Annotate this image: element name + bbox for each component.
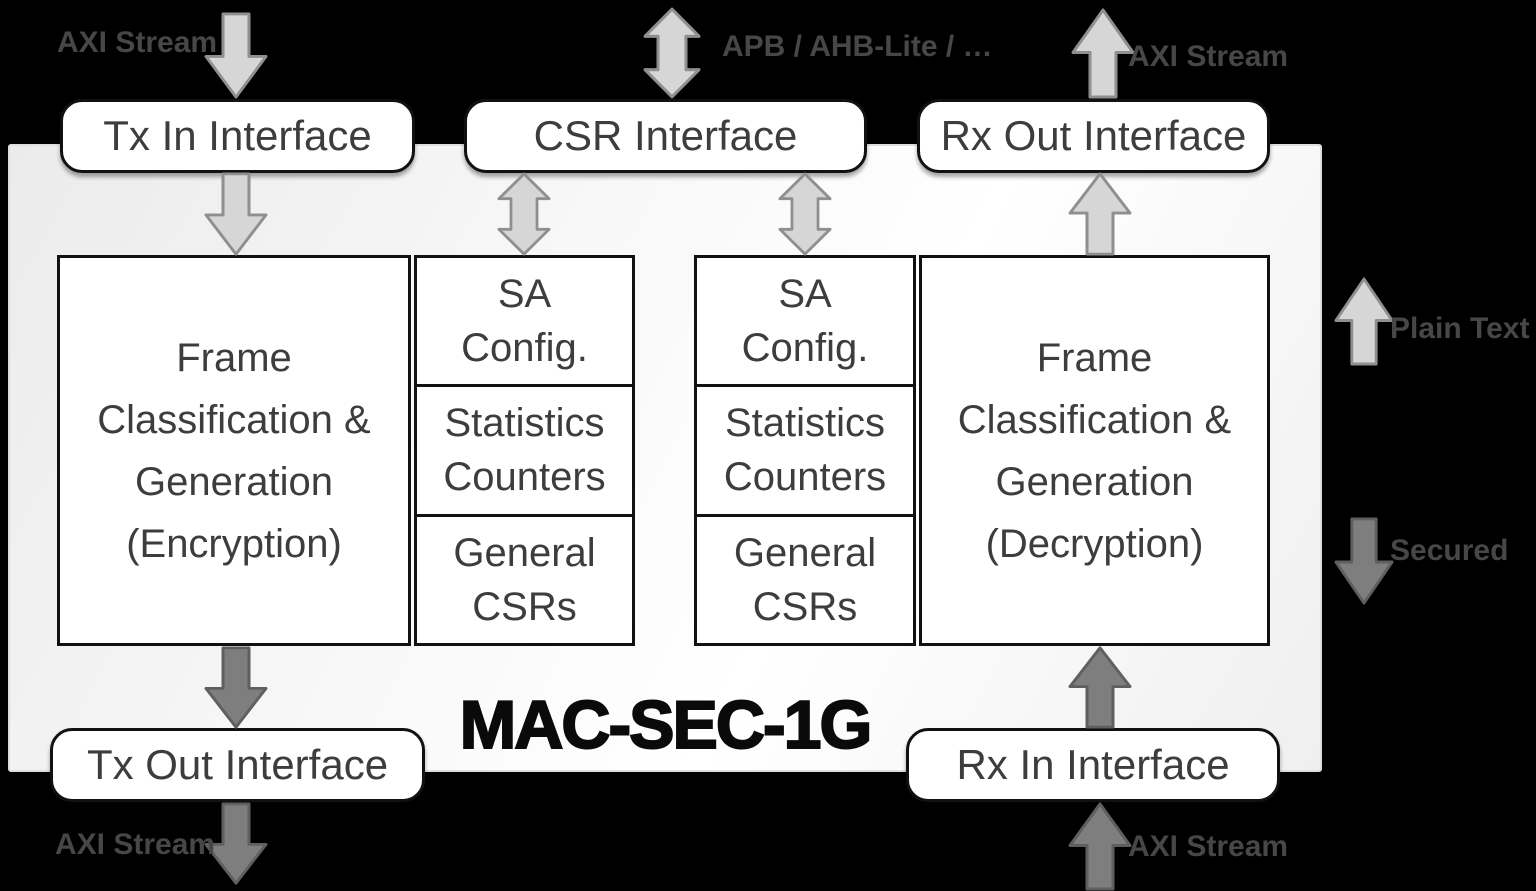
decryption-block-line: Classification &	[957, 397, 1232, 442]
rx-in-interface-box: Rx In Interface	[906, 728, 1280, 802]
statistics-line: Counters	[443, 455, 606, 500]
rx-out-to-axi-stream-up-arrow-icon	[1071, 8, 1135, 99]
encryption-block-line: Frame	[176, 335, 292, 380]
axi-stream-rx-in-label: AXI Stream	[1128, 830, 1289, 863]
csr-to-right-stack-double-vertical-arrow-icon	[778, 172, 832, 256]
tx-in-to-encryption-down-arrow-icon	[204, 172, 268, 256]
tx-in-interface-box: Tx In Interface	[60, 99, 415, 173]
general-csrs-line: General	[453, 530, 596, 575]
axi-stream-into-tx-in-down-arrow-icon	[204, 12, 268, 99]
csr-interface-box: CSR Interface	[464, 99, 867, 173]
secured-down-arrow-icon	[1334, 517, 1394, 605]
decryption-block-line: Frame	[1036, 335, 1153, 380]
tx-out-interface-box: Tx Out Interface	[50, 728, 425, 802]
general-csrs-box-right: General CSRs	[697, 513, 913, 643]
tx-out-interface-label: Tx Out Interface	[86, 741, 389, 788]
plain-text-up-arrow-icon	[1334, 277, 1394, 366]
statistics-counters-box-right: Statistics Counters	[697, 384, 913, 513]
csr-stack-right: SA Config. Statistics Counters General C…	[694, 255, 916, 646]
csr-to-left-stack-double-vertical-arrow-icon	[497, 172, 551, 256]
sa-config-line: SA	[497, 272, 552, 317]
sa-config-box-right: SA Config.	[697, 258, 913, 384]
encryption-block-line: (Encryption)	[126, 521, 342, 566]
secured-label: Secured	[1390, 534, 1509, 567]
frame-classification-decryption-block: Frame Classification & Generation (Decry…	[919, 255, 1270, 646]
rx-in-to-decryption-up-arrow-icon	[1068, 646, 1132, 729]
rx-out-interface-label: Rx Out Interface	[940, 112, 1247, 159]
csr-interface-label: CSR Interface	[533, 112, 798, 159]
statistics-line: Statistics	[724, 401, 886, 446]
general-csrs-line: CSRs	[472, 584, 577, 629]
csr-stack-left: SA Config. Statistics Counters General C…	[414, 255, 635, 646]
axi-stream-tx-out-label: AXI Stream	[55, 828, 216, 861]
rx-in-interface-label: Rx In Interface	[956, 741, 1230, 788]
axi-stream-rx-out-label: AXI Stream	[1128, 40, 1289, 73]
general-csrs-line: General	[733, 530, 877, 575]
tx-out-to-axi-stream-down-arrow-icon	[204, 802, 268, 885]
apb-to-csr-double-vertical-arrow-icon	[643, 7, 701, 99]
decryption-block-line: Generation	[995, 459, 1194, 504]
tx-in-interface-label: Tx In Interface	[103, 112, 372, 159]
encryption-block-line: Generation	[135, 459, 333, 504]
decryption-to-rx-out-up-arrow-icon	[1068, 172, 1132, 256]
rx-out-interface-box: Rx Out Interface	[917, 99, 1270, 173]
encryption-block-line: Classification &	[97, 397, 371, 442]
sa-config-line: SA	[778, 272, 832, 317]
plain-text-label: Plain Text	[1390, 312, 1530, 345]
sa-config-line: Config.	[741, 326, 869, 371]
general-csrs-box-left: General CSRs	[417, 513, 632, 643]
axi-stream-tx-in-label: AXI Stream	[57, 26, 218, 59]
diagram-title: MAC-SEC-1G	[459, 686, 874, 764]
statistics-line: Statistics	[444, 401, 605, 446]
axi-stream-into-rx-in-up-arrow-icon	[1068, 802, 1132, 891]
encryption-to-tx-out-down-arrow-icon	[204, 646, 268, 729]
sa-config-line: Config.	[461, 326, 588, 371]
general-csrs-line: CSRs	[752, 584, 858, 629]
statistics-counters-box-left: Statistics Counters	[417, 384, 632, 513]
apb-ahb-lite-label: APB / AHB-Lite / …	[722, 30, 993, 63]
frame-classification-encryption-block: Frame Classification & Generation (Encry…	[57, 255, 411, 646]
statistics-line: Counters	[723, 455, 887, 500]
sa-config-box-left: SA Config.	[417, 258, 632, 384]
decryption-block-line: (Decryption)	[985, 521, 1204, 566]
